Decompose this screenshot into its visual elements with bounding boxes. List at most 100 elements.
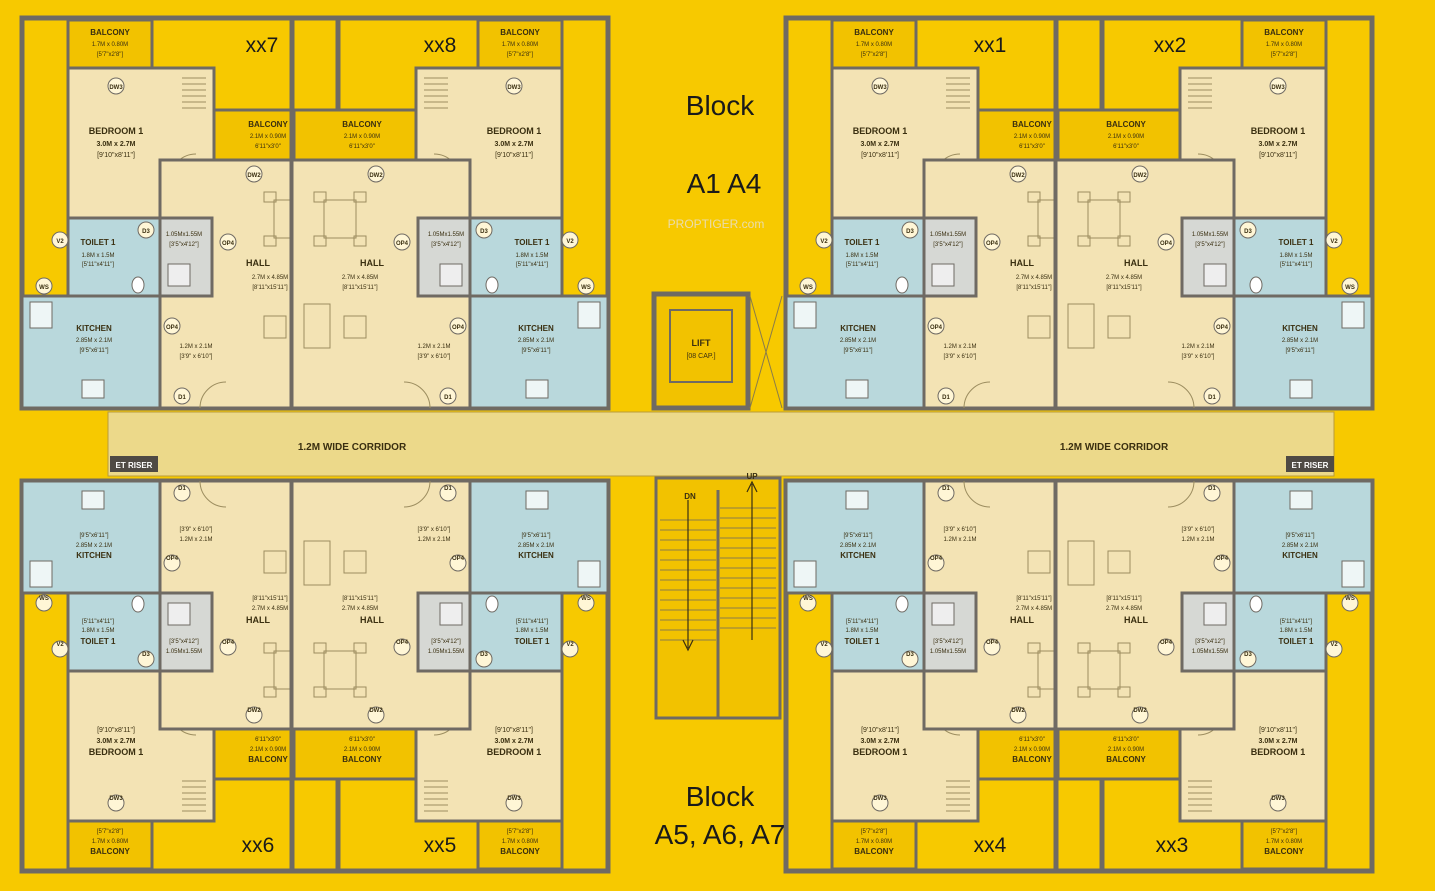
- tag-dw3-circle: [505, 77, 523, 95]
- kitchen-name: KITCHEN: [1282, 324, 1318, 333]
- hall-dim: 2.7M x 4.85M: [252, 606, 288, 612]
- balcony-wide-name: BALCONY: [1106, 120, 1146, 129]
- passage-imp: [3'9" x 6'10"]: [418, 527, 451, 533]
- tag-v2-circle: [561, 231, 579, 249]
- washer-icon: [931, 602, 955, 626]
- tag-d1-circle: [173, 484, 191, 502]
- tag-v2-text: V2: [566, 239, 574, 245]
- tag-d1-text: D1: [178, 486, 186, 492]
- chair: [353, 686, 367, 698]
- tag-v2-text: V2: [566, 642, 574, 648]
- chair: [263, 191, 277, 203]
- tag-op4-text: OP4: [396, 640, 409, 646]
- tag-dw2-text: DW2: [1011, 173, 1025, 179]
- passage-imp: [3'9" x 6'10"]: [418, 354, 451, 360]
- tag-d1-circle: [439, 387, 457, 405]
- bedroom-name: BEDROOM 1: [1251, 747, 1306, 757]
- balcony-wide-name: BALCONY: [342, 755, 382, 764]
- tag-dw2-text: DW2: [1133, 708, 1147, 714]
- bedroom-imp: [9'10"x8'11"]: [1259, 727, 1297, 734]
- et-riser-left: [110, 456, 158, 472]
- bedroom-name: BEDROOM 1: [89, 126, 144, 136]
- chair: [1117, 235, 1131, 247]
- bedroom-dim: 3.0M x 2.7M: [97, 738, 136, 745]
- toilet-name: TOILET 1: [81, 637, 117, 646]
- bedroom-imp: [9'10"x8'11"]: [861, 727, 899, 734]
- bedroom-imp: [9'10"x8'11"]: [861, 152, 899, 159]
- passage-dim: 1.2M x 2.1M: [1181, 537, 1214, 543]
- block-top-label: Block: [686, 90, 755, 121]
- kitchen-name: KITCHEN: [1282, 551, 1318, 560]
- utility-imp: [3'5"x4'12"]: [169, 242, 199, 248]
- bedroom-dim: 3.0M x 2.7M: [1259, 738, 1298, 745]
- tag-op4-circle: [983, 233, 1001, 251]
- toilet-dim: 1.8M x 1.5M: [81, 628, 114, 634]
- kitchen-name: KITCHEN: [518, 551, 554, 560]
- balcony-small-dim: 1.7M x 0.80M: [856, 839, 892, 845]
- balcony-wide-name: BALCONY: [1012, 120, 1052, 129]
- passage-dim: 1.2M x 2.1M: [1181, 344, 1214, 350]
- balcony-wide-imp: 6'11"x3'0": [1019, 737, 1045, 743]
- kitchen-name: KITCHEN: [518, 324, 554, 333]
- balcony-small: [476, 819, 564, 871]
- tag-v2-text: V2: [1330, 642, 1338, 648]
- tag-d3-text: D3: [1244, 229, 1252, 235]
- tag-d3-circle: [137, 221, 155, 239]
- bedroom-name: BEDROOM 1: [853, 747, 908, 757]
- washer-icon: [167, 263, 191, 287]
- toilet-imp: [5'11"x4'11"]: [1280, 262, 1312, 268]
- utility-imp: [3'5"x4'12"]: [169, 639, 199, 645]
- toilet-dim: 1.8M x 1.5M: [515, 253, 548, 259]
- hall-dim: 2.7M x 4.85M: [252, 275, 288, 281]
- balcony-small-dim: 1.7M x 0.80M: [92, 42, 128, 48]
- toilet-imp: [5'11"x4'11"]: [82, 262, 114, 268]
- balcony-small-name: BALCONY: [90, 847, 130, 856]
- entry-door-swing: [403, 381, 431, 409]
- passage-imp: [3'9" x 6'10"]: [1182, 354, 1215, 360]
- balcony-wide: [1056, 108, 1182, 162]
- balcony-small: [830, 819, 918, 871]
- utility-dim: 1.05Mx1.55M: [1192, 649, 1228, 655]
- hob-icon: [845, 490, 869, 510]
- toilet-dim: 1.8M x 1.5M: [1279, 628, 1312, 634]
- balcony-wide-name: BALCONY: [248, 755, 288, 764]
- hall-dim: 2.7M x 4.85M: [342, 275, 378, 281]
- chair: [1027, 235, 1041, 247]
- unit-label-xx5: xx5: [424, 834, 457, 857]
- balcony-wide-imp: 6'11"x3'0": [349, 144, 375, 150]
- hob-icon: [81, 379, 105, 399]
- entry-door-swing: [199, 480, 227, 508]
- entry-door-swing: [963, 381, 991, 409]
- coffee-table: [1027, 550, 1051, 574]
- toilet-name: TOILET 1: [845, 238, 881, 247]
- hall-imp: [8'11"x15'11"]: [1016, 596, 1052, 602]
- tag-dw3-circle: [107, 77, 125, 95]
- tag-ws-circle: [35, 277, 53, 295]
- chair: [1117, 191, 1131, 203]
- bedroom-dim: 3.0M x 2.7M: [97, 141, 136, 148]
- coffee-table: [1107, 550, 1131, 574]
- tag-d1-circle: [173, 387, 191, 405]
- tag-dw2-text: DW2: [1011, 708, 1025, 714]
- passage-dim: 1.2M x 2.1M: [417, 344, 450, 350]
- tag-dw3-text: DW3: [109, 85, 123, 91]
- tag-dw2-text: DW2: [369, 173, 383, 179]
- lift-shaft: [651, 291, 751, 411]
- bedroom-dim: 3.0M x 2.7M: [495, 738, 534, 745]
- tag-ws-text: WS: [1345, 596, 1355, 602]
- balcony-wide-name: BALCONY: [1012, 755, 1052, 764]
- tag-op4-text: OP4: [166, 556, 179, 562]
- washer-icon: [1203, 263, 1227, 287]
- tag-d3-text: D3: [1244, 652, 1252, 658]
- chair: [1077, 191, 1091, 203]
- utility-dim: 1.05Mx1.55M: [428, 232, 464, 238]
- tag-d1-circle: [937, 387, 955, 405]
- tag-dw2-circle: [1131, 706, 1149, 724]
- wc-icon: [485, 595, 499, 613]
- hob-icon: [525, 379, 549, 399]
- toilet-imp: [5'11"x4'11"]: [846, 262, 878, 268]
- tag-op4-text: OP4: [396, 241, 409, 247]
- balcony-small-name: BALCONY: [1264, 28, 1304, 37]
- tag-ws-text: WS: [581, 596, 591, 602]
